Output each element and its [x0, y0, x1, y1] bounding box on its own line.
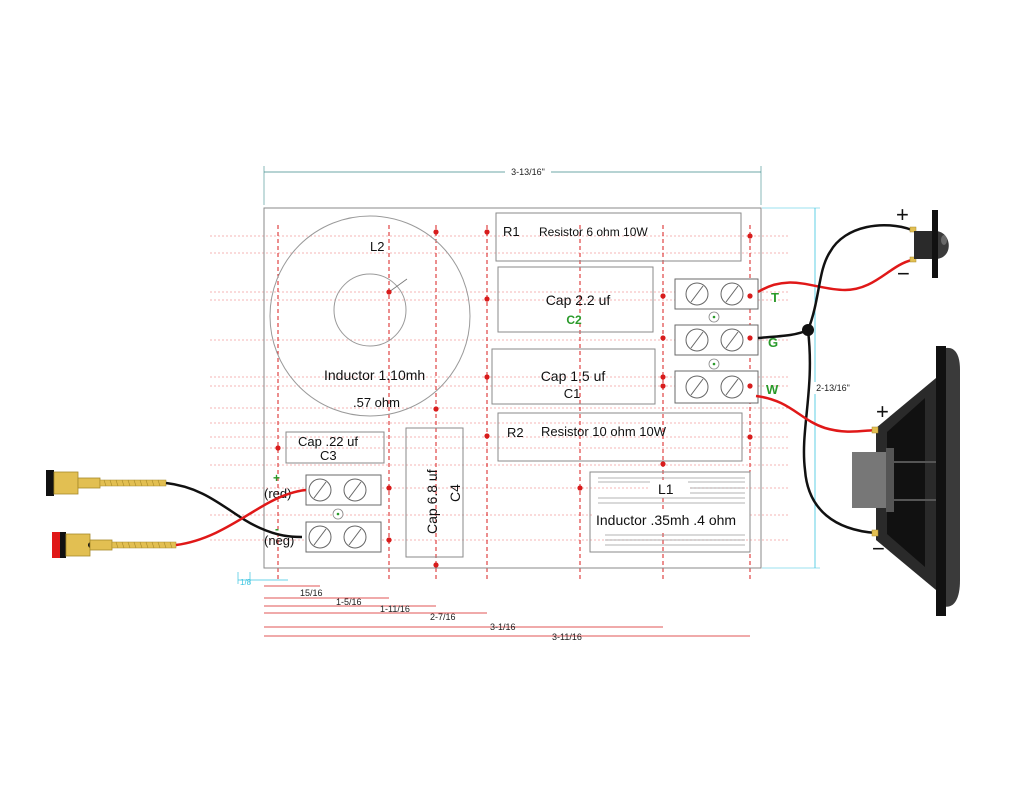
input-minus-label: - — [275, 522, 279, 536]
resistor-r1: R1 Resistor 6 ohm 10W — [495, 212, 742, 262]
wire-ground — [757, 328, 809, 340]
height-dimension-label: 2-13/16" — [816, 383, 850, 393]
c3-description: Cap .22 uf — [298, 434, 358, 449]
output-terminal-block: T G W — [674, 278, 779, 404]
dim-1-11-16: 1-11/16 — [380, 604, 410, 614]
dim-2-7-16: 2-7/16 — [430, 612, 456, 622]
wire-woofer-negative — [802, 329, 877, 535]
ground-junction — [802, 324, 814, 336]
width-dimension: 3-13/16" — [263, 166, 762, 205]
horizontal-guides — [210, 235, 790, 541]
bottom-dimensions — [264, 585, 750, 637]
r2-id: R2 — [507, 425, 524, 440]
c2-id: C2 — [566, 313, 582, 327]
woofer-minus-label: − — [872, 536, 885, 561]
height-dimension: 2-13/16" — [762, 207, 854, 569]
offset-dimension — [237, 572, 288, 584]
capacitor-c1: Cap 1.5 uf C1 — [491, 348, 656, 405]
input-wire-black — [165, 481, 303, 539]
wire-tweeter-negative — [806, 223, 913, 331]
capacitor-c2: Cap 2.2 uf C2 — [497, 266, 654, 333]
l2-resistance: .57 ohm — [353, 395, 400, 410]
capacitor-c4: Cap 6.8 uf C4 — [405, 427, 464, 558]
tweeter-plus-label: + — [896, 202, 909, 227]
inductor-l2: L2 Inductor 1.10mh .57 ohm — [269, 215, 471, 417]
input-connector-black — [46, 470, 167, 496]
capacitor-c3: Cap .22 uf C3 — [285, 431, 385, 464]
terminal-g-label: G — [768, 335, 778, 350]
wire-tweeter-positive — [757, 258, 913, 294]
dim-1-5-16: 1-5/16 — [336, 597, 362, 607]
r1-id: R1 — [503, 224, 520, 239]
c3-id: C3 — [320, 448, 337, 463]
l1-description: Inductor .35mh .4 ohm — [596, 512, 736, 528]
dim-3-11-16: 3-11/16 — [552, 632, 582, 642]
dim-3-1-16: 3-1/16 — [490, 622, 516, 632]
input-wire-red — [175, 488, 307, 547]
terminal-w-label: W — [766, 382, 779, 397]
input-connector-red — [52, 532, 177, 558]
c4-id: C4 — [447, 484, 463, 502]
r2-description: Resistor 10 ohm 10W — [541, 424, 667, 439]
input-terminal-block: + (red) - (neg) — [264, 471, 382, 553]
input-plus-label: + — [273, 471, 280, 485]
offset-dim-label: 1/8 — [240, 578, 252, 587]
board-outline — [263, 207, 762, 569]
c4-description: Cap 6.8 uf — [424, 469, 440, 534]
wire-woofer-positive — [755, 394, 877, 433]
terminal-t-label: T — [771, 290, 779, 305]
r1-description: Resistor 6 ohm 10W — [539, 225, 648, 239]
tweeter-icon — [909, 210, 949, 278]
woofer-plus-label: + — [876, 399, 889, 424]
woofer-icon — [852, 346, 960, 616]
l2-label: L2 — [370, 239, 384, 254]
junction-dots — [275, 229, 753, 568]
c2-description: Cap 2.2 uf — [546, 292, 611, 308]
resistor-r2: R2 Resistor 10 ohm 10W — [497, 412, 743, 462]
c1-id: C1 — [564, 386, 581, 401]
l2-description: Inductor 1.10mh — [324, 367, 425, 383]
input-red-label: (red) — [264, 486, 291, 501]
tweeter-minus-label: − — [897, 261, 910, 286]
dim-15-16: 15/16 — [300, 588, 323, 598]
l1-id: L1 — [658, 481, 674, 497]
width-dimension-label: 3-13/16" — [511, 167, 545, 177]
inductor-l1: L1 Inductor .35mh .4 ohm — [589, 471, 751, 553]
c1-description: Cap 1.5 uf — [541, 368, 606, 384]
